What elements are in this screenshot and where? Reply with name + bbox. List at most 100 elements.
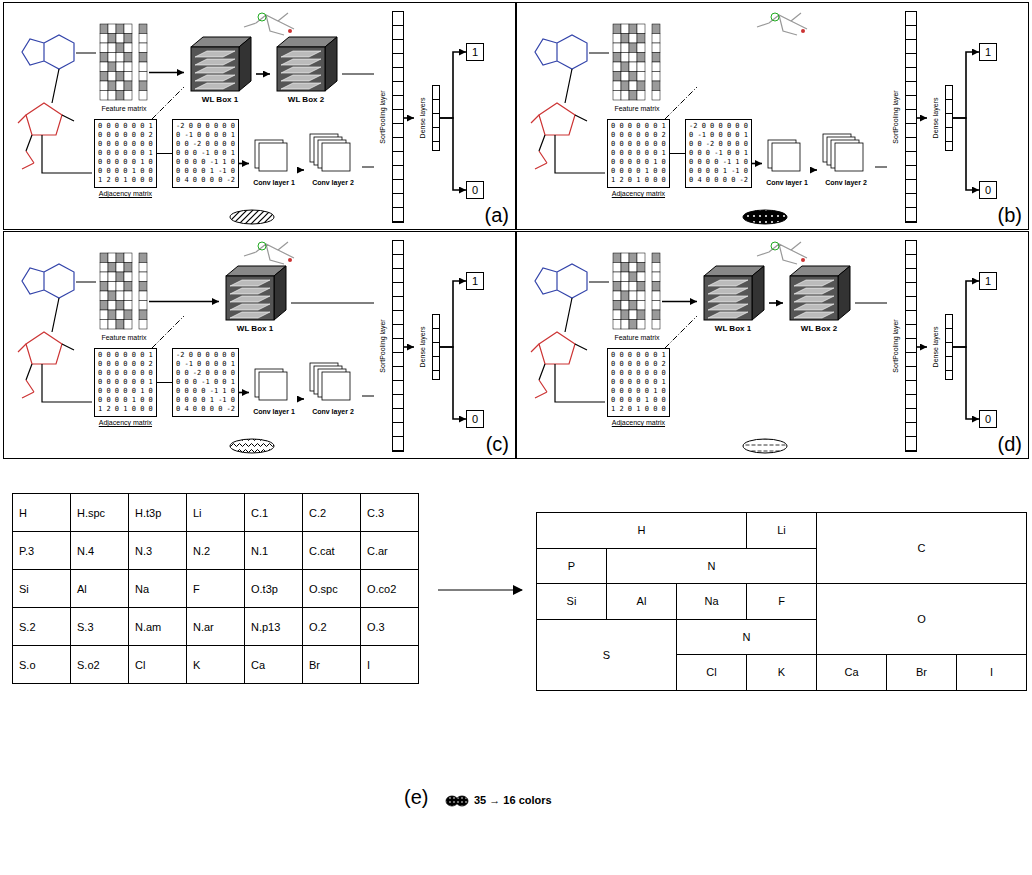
matrix-cell bbox=[613, 34, 621, 44]
caption-note: 35 → 16 colors bbox=[474, 794, 552, 806]
matrix-cell bbox=[116, 253, 124, 263]
matrix-cell bbox=[124, 253, 132, 263]
molecule-drawing bbox=[22, 264, 74, 298]
matrix-row: 0 0 -2 0 0 0 0 bbox=[176, 140, 235, 149]
molecule-drawing bbox=[288, 258, 292, 262]
molecule-drawing bbox=[42, 282, 96, 402]
table-cell: H bbox=[536, 512, 747, 549]
matrix-cell bbox=[116, 43, 124, 53]
atom-type-table: HH.spcH.t3pLiC.1C.2C.3P.3N.4N.3N.2N.1C.c… bbox=[12, 493, 419, 684]
matrix-row: 0 0 0 0 0 0 1 bbox=[98, 351, 153, 360]
table-cell: Br bbox=[886, 654, 957, 691]
connector bbox=[239, 163, 249, 165]
matrix-row: 0 0 0 0 0 0 1 bbox=[98, 122, 153, 131]
matrix-caption: Adjacency matrix bbox=[94, 190, 157, 197]
drawing-stroke bbox=[790, 276, 838, 320]
matrix-cell bbox=[621, 291, 629, 301]
matrix-cell bbox=[116, 282, 124, 292]
output-box: 0 bbox=[979, 410, 997, 428]
molecule-drawing bbox=[539, 298, 587, 380]
table-cell: Al bbox=[606, 583, 677, 620]
output-label: 0 bbox=[472, 413, 478, 425]
matrix-cell bbox=[629, 72, 637, 82]
table-cell-text: H.spc bbox=[77, 507, 105, 519]
dense-layer: Dense layers bbox=[414, 85, 440, 151]
table-cell: I bbox=[956, 654, 1027, 691]
table-cell-text: N.2 bbox=[193, 545, 210, 557]
matrix-row: 0 0 0 -1 0 0 1 bbox=[176, 149, 235, 158]
panel-illustration bbox=[4, 3, 517, 231]
molecule-drawing bbox=[771, 242, 779, 250]
matrix-row: 0 0 0 0 0 0 2 bbox=[98, 131, 153, 140]
feature-map bbox=[322, 143, 350, 171]
matrix-row: 0 0 0 0 1 0 0 bbox=[611, 396, 666, 405]
feature-matrix: Feature matrix bbox=[99, 252, 149, 341]
figure-panel: (c)Feature matrix0 0 0 0 0 0 10 0 0 0 0 … bbox=[3, 231, 516, 459]
table-cell-text: S.2 bbox=[19, 621, 36, 633]
matrix-cell bbox=[629, 24, 637, 34]
molecule-drawing bbox=[539, 332, 575, 364]
output-box: 1 bbox=[979, 272, 997, 290]
layer-label: Conv layer 2 bbox=[312, 408, 354, 415]
matrix-cell bbox=[637, 72, 645, 82]
connector bbox=[291, 303, 374, 304]
matrix-cell bbox=[139, 310, 147, 320]
table-cell-text: C.ar bbox=[367, 545, 388, 557]
table-cell-text: P bbox=[568, 560, 575, 572]
table-cell: K bbox=[186, 645, 245, 684]
matrix-cell bbox=[652, 62, 660, 72]
connector bbox=[752, 163, 762, 165]
molecule-drawing bbox=[555, 282, 609, 402]
wl-box: WL Box 1 bbox=[697, 262, 769, 344]
matrix-cell bbox=[637, 263, 645, 273]
matrix-cell bbox=[116, 91, 124, 101]
matrix-cell bbox=[637, 310, 645, 320]
matrix-cell bbox=[629, 91, 637, 101]
wl-cube bbox=[700, 262, 766, 322]
matrix-cell bbox=[637, 253, 645, 263]
matrix-cell bbox=[124, 81, 132, 91]
matrix-cell bbox=[637, 91, 645, 101]
molecule-drawing bbox=[244, 13, 294, 35]
table-cell-text: O bbox=[917, 613, 926, 625]
conv-stack bbox=[822, 133, 870, 177]
matrix-cell bbox=[629, 34, 637, 44]
matrix-row: 0 0 0 0 0 1 0 bbox=[611, 158, 666, 167]
matrix-cell bbox=[652, 272, 660, 282]
table-cell: N.4 bbox=[70, 531, 129, 570]
matrix-cell bbox=[629, 272, 637, 282]
matrix-cell bbox=[124, 43, 132, 53]
table-cell-text: Br bbox=[916, 666, 927, 678]
conv-stack bbox=[309, 362, 357, 406]
matrix-cell bbox=[652, 53, 660, 63]
molecule-drawing bbox=[244, 242, 294, 264]
matrix-cell bbox=[629, 291, 637, 301]
matrix-cell bbox=[637, 43, 645, 53]
table-cell: H bbox=[12, 493, 71, 532]
table-cell: F bbox=[186, 569, 245, 608]
matrix-row: -2 0 0 0 0 0 0 bbox=[176, 122, 235, 131]
molecule-drawing bbox=[26, 332, 62, 364]
matrix-cell bbox=[108, 282, 116, 292]
matrix-cell bbox=[652, 81, 660, 91]
drawing-stroke bbox=[794, 296, 834, 302]
drawing-stroke bbox=[226, 276, 274, 320]
table-cell: Na bbox=[128, 569, 187, 608]
matrix-grid bbox=[99, 252, 149, 332]
matrix-cell bbox=[621, 43, 629, 53]
drawing-stroke bbox=[230, 296, 270, 302]
matrix-cell bbox=[139, 53, 147, 63]
matrix-cell bbox=[621, 24, 629, 34]
matrix-cell bbox=[116, 272, 124, 282]
connector bbox=[362, 167, 374, 168]
matrix-cell bbox=[139, 72, 147, 82]
table-cell-text: H bbox=[638, 524, 646, 536]
drawing-stroke bbox=[794, 288, 834, 294]
molecule-drawing bbox=[26, 69, 74, 151]
matrix-grid: -2 0 0 0 0 0 00 -1 0 0 0 0 10 0 -2 0 0 0… bbox=[685, 119, 752, 188]
matrix-cell bbox=[116, 310, 124, 320]
wl-cube bbox=[187, 33, 253, 93]
matrix-row: 0 0 0 0 0 1 0 bbox=[98, 158, 153, 167]
matrix-row: 0 -1 0 0 0 0 1 bbox=[689, 131, 748, 140]
table-cell: F bbox=[746, 583, 817, 620]
